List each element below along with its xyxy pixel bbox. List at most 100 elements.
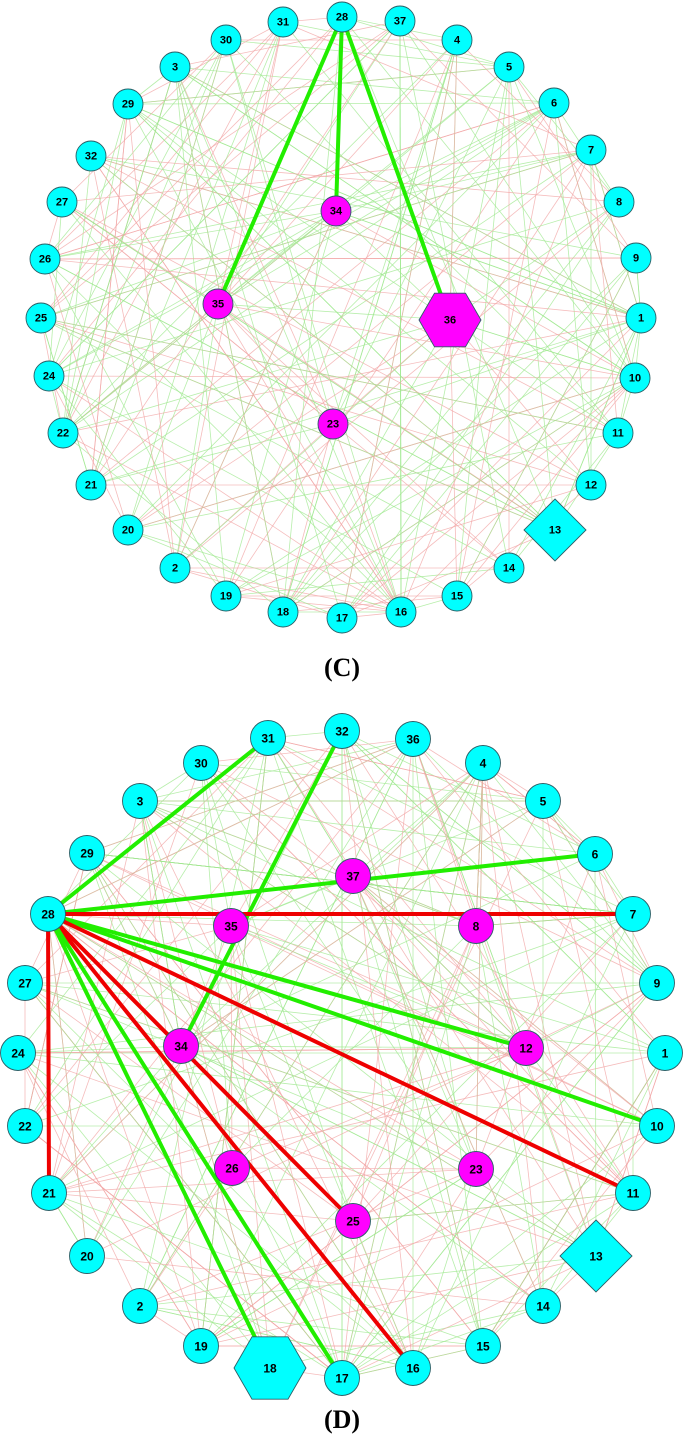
node-10[interactable]: 10 — [639, 1108, 675, 1144]
node-24[interactable]: 24 — [33, 360, 65, 392]
node-shape — [639, 965, 675, 1001]
background-edge — [90, 155, 620, 203]
node-label: 26 — [225, 1162, 239, 1176]
node-1[interactable]: 1 — [647, 1035, 683, 1071]
node-34[interactable]: 34 — [320, 195, 352, 227]
node-12[interactable]: 12 — [508, 1030, 544, 1066]
node-36[interactable]: 36 — [418, 292, 482, 348]
node-label: 18 — [263, 1362, 277, 1376]
node-19[interactable]: 19 — [210, 580, 242, 612]
node-label: 11 — [627, 1187, 640, 1201]
node-26[interactable]: 26 — [29, 243, 61, 275]
background-edge — [352, 875, 477, 927]
node-30[interactable]: 30 — [183, 745, 219, 781]
node-23[interactable]: 23 — [317, 408, 349, 440]
node-17[interactable]: 17 — [326, 602, 358, 634]
background-edge — [341, 39, 458, 619]
node-14[interactable]: 14 — [493, 552, 525, 584]
node-29[interactable]: 29 — [69, 835, 105, 871]
node-4[interactable]: 4 — [441, 24, 473, 56]
node-label: 11 — [612, 428, 624, 440]
node-8[interactable]: 8 — [603, 186, 635, 218]
node-13[interactable]: 13 — [523, 498, 587, 562]
background-edge — [86, 852, 484, 1347]
node-20[interactable]: 20 — [112, 514, 144, 546]
node-31[interactable]: 31 — [250, 720, 286, 756]
edge-28-16 — [46, 912, 415, 1370]
node-34[interactable]: 34 — [163, 1028, 199, 1064]
node-11[interactable]: 11 — [602, 417, 634, 449]
node-label: 34 — [330, 206, 343, 218]
background-edge — [456, 102, 555, 597]
node-label: 8 — [616, 197, 622, 209]
node-14[interactable]: 14 — [525, 1288, 561, 1324]
node-27[interactable]: 27 — [46, 186, 78, 218]
node-2[interactable]: 2 — [159, 552, 191, 584]
node-24[interactable]: 24 — [0, 1035, 36, 1071]
node-shape — [112, 88, 144, 120]
node-22[interactable]: 22 — [7, 1108, 43, 1144]
node-16[interactable]: 16 — [385, 596, 417, 628]
node-2[interactable]: 2 — [122, 1288, 158, 1324]
node-29[interactable]: 29 — [112, 88, 144, 120]
node-16[interactable]: 16 — [395, 1350, 431, 1386]
node-27[interactable]: 27 — [7, 965, 43, 1001]
node-7[interactable]: 7 — [615, 896, 651, 932]
node-9[interactable]: 9 — [620, 242, 652, 274]
node-26[interactable]: 26 — [214, 1150, 250, 1186]
node-19[interactable]: 19 — [183, 1328, 219, 1364]
background-edge — [475, 762, 484, 927]
node-13[interactable]: 13 — [559, 1219, 633, 1293]
node-8[interactable]: 8 — [458, 908, 494, 944]
node-1[interactable]: 1 — [625, 302, 657, 334]
node-20[interactable]: 20 — [69, 1238, 105, 1274]
node-28[interactable]: 28 — [326, 1, 358, 33]
node-9[interactable]: 9 — [639, 965, 675, 1001]
node-6[interactable]: 6 — [538, 87, 570, 119]
node-21[interactable]: 21 — [31, 1175, 67, 1211]
node-23[interactable]: 23 — [458, 1151, 494, 1187]
node-37[interactable]: 37 — [384, 5, 416, 37]
node-11[interactable]: 11 — [615, 1175, 651, 1211]
background-edge — [399, 20, 636, 379]
background-edge — [24, 982, 354, 1222]
node-37[interactable]: 37 — [335, 858, 371, 894]
node-18[interactable]: 18 — [233, 1336, 307, 1400]
node-18[interactable]: 18 — [267, 596, 299, 628]
node-10[interactable]: 10 — [619, 362, 651, 394]
node-6[interactable]: 6 — [577, 836, 613, 872]
node-25[interactable]: 25 — [335, 1203, 371, 1239]
node-4[interactable]: 4 — [465, 745, 501, 781]
background-edge — [86, 738, 414, 1257]
node-31[interactable]: 31 — [267, 6, 299, 38]
background-edge — [542, 800, 634, 1194]
node-label: 32 — [85, 151, 97, 163]
node-32[interactable]: 32 — [324, 713, 360, 749]
node-15[interactable]: 15 — [441, 580, 473, 612]
node-7[interactable]: 7 — [575, 134, 607, 166]
node-5[interactable]: 5 — [493, 51, 525, 83]
node-12[interactable]: 12 — [575, 469, 607, 501]
node-shape — [525, 783, 561, 819]
node-30[interactable]: 30 — [210, 24, 242, 56]
background-edge — [139, 1167, 233, 1307]
node-28[interactable]: 28 — [30, 896, 66, 932]
node-22[interactable]: 22 — [47, 417, 79, 449]
node-17[interactable]: 17 — [324, 1360, 360, 1396]
node-label: 15 — [476, 1340, 490, 1354]
background-edge — [48, 201, 63, 377]
node-15[interactable]: 15 — [465, 1328, 501, 1364]
node-35[interactable]: 35 — [213, 908, 249, 944]
node-36[interactable]: 36 — [395, 721, 431, 757]
node-label: 6 — [592, 848, 599, 862]
node-label: 9 — [633, 253, 639, 265]
node-25[interactable]: 25 — [25, 302, 57, 334]
node-32[interactable]: 32 — [75, 140, 107, 172]
node-3[interactable]: 3 — [159, 51, 191, 83]
node-21[interactable]: 21 — [75, 469, 107, 501]
node-3[interactable]: 3 — [122, 783, 158, 819]
node-5[interactable]: 5 — [525, 783, 561, 819]
node-35[interactable]: 35 — [202, 288, 234, 320]
